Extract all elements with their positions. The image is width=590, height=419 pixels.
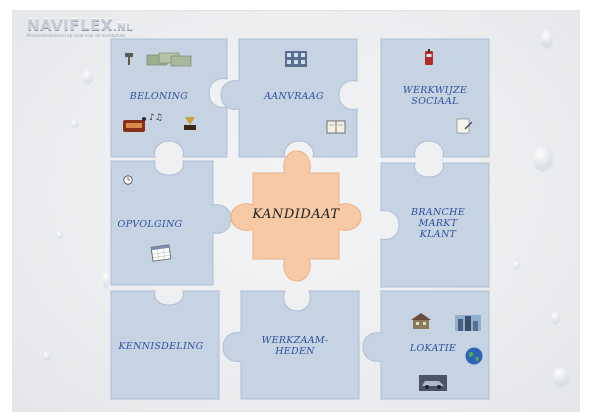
- water-drop: [103, 271, 109, 289]
- puzzle-board: NAVIFLEX.NL Personeelsdiensten op maat v…: [12, 10, 580, 412]
- label-werkwijze-line1: WERKWIJZE: [402, 85, 468, 96]
- logo-tagline: Personeelsdiensten op maat voor de markt…: [27, 33, 126, 38]
- document-icon: [456, 118, 473, 134]
- label-aanvraag: AANVRAAG: [264, 91, 324, 102]
- book-icon: [326, 120, 346, 134]
- svg-text:♪♫: ♪♫: [149, 113, 163, 123]
- calendar-icon: [150, 244, 172, 262]
- puzzle-piece-werkzaamheden[interactable]: WERKZAAM- HEDEN: [222, 290, 360, 400]
- logo-suffix: .NL: [112, 22, 133, 33]
- water-drop: [553, 366, 569, 388]
- label-werkzaamheden: WERKZAAM- HEDEN: [255, 335, 335, 357]
- label-lokatie: LOKATIE: [409, 343, 457, 354]
- piece-shape: [380, 162, 490, 288]
- hammer-icon: [125, 53, 133, 65]
- label-branche-line3: KLANT: [419, 229, 457, 240]
- piece-shape: [230, 150, 362, 282]
- label-kennisdeling: KENNISDELING: [118, 341, 204, 352]
- water-drop: [513, 261, 520, 270]
- label-branche-line1: BRANCHE: [411, 207, 465, 218]
- globe-icon: [465, 347, 483, 365]
- piece-shape: [110, 160, 232, 286]
- puzzle-piece-kennisdeling[interactable]: KENNISDELING: [110, 290, 220, 400]
- water-drop: [57, 231, 63, 239]
- slot-machine-icon: [123, 117, 147, 133]
- label-kandidaat: KANDIDAAT: [252, 207, 340, 222]
- water-drop: [83, 69, 93, 85]
- money-icon: [146, 52, 192, 67]
- water-drop: [533, 146, 553, 172]
- piece-shape: [222, 290, 360, 400]
- naviflex-logo[interactable]: NAVIFLEX.NL Personeelsdiensten op maat v…: [27, 16, 133, 38]
- music-notes-icon: ♪♫: [149, 111, 163, 123]
- piece-shape: [220, 38, 358, 158]
- house-icon: [411, 313, 431, 329]
- skyscraper-icon: [455, 315, 481, 331]
- label-beloning: BELONING: [129, 91, 189, 102]
- piece-shape: [110, 290, 220, 400]
- puzzle-piece-werkwijze-sociaal[interactable]: WERKWIJZE SOCIAAL: [380, 38, 490, 158]
- puzzle-piece-branche-markt-klant[interactable]: BRANCHE MARKT KLANT: [380, 162, 490, 288]
- clock-icon: [123, 175, 133, 185]
- car-icon: [419, 375, 447, 391]
- label-werkwijze: WERKWIJZE SOCIAAL: [395, 85, 475, 107]
- label-branche: BRANCHE MARKT KLANT: [403, 207, 473, 240]
- puzzle-piece-beloning[interactable]: BELONING ♪♫: [110, 38, 228, 158]
- label-opvolging: OPVOLGING: [117, 219, 183, 230]
- label-werkzaam-line1: WERKZAAM-: [261, 335, 329, 346]
- logo-name: NAVIFLEX: [27, 16, 113, 34]
- label-branche-line2: MARKT: [418, 218, 458, 229]
- water-drop: [541, 29, 553, 49]
- label-werkzaam-line2: HEDEN: [275, 346, 315, 357]
- puzzle-piece-opvolging[interactable]: OPVOLGING: [110, 160, 232, 286]
- label-werkwijze-line2: SOCIAAL: [411, 96, 459, 107]
- gramophone-icon: [183, 117, 197, 131]
- puzzle-piece-aanvraag[interactable]: AANVRAAG: [220, 38, 358, 158]
- office-building-icon: [285, 51, 307, 67]
- puzzle-piece-lokatie[interactable]: LOKATIE: [362, 290, 490, 400]
- puzzle-piece-kandidaat[interactable]: KANDIDAAT: [230, 150, 362, 282]
- water-drop: [551, 311, 560, 325]
- phone-icon: [425, 49, 433, 65]
- water-drop: [71, 119, 78, 129]
- water-drop: [43, 351, 51, 361]
